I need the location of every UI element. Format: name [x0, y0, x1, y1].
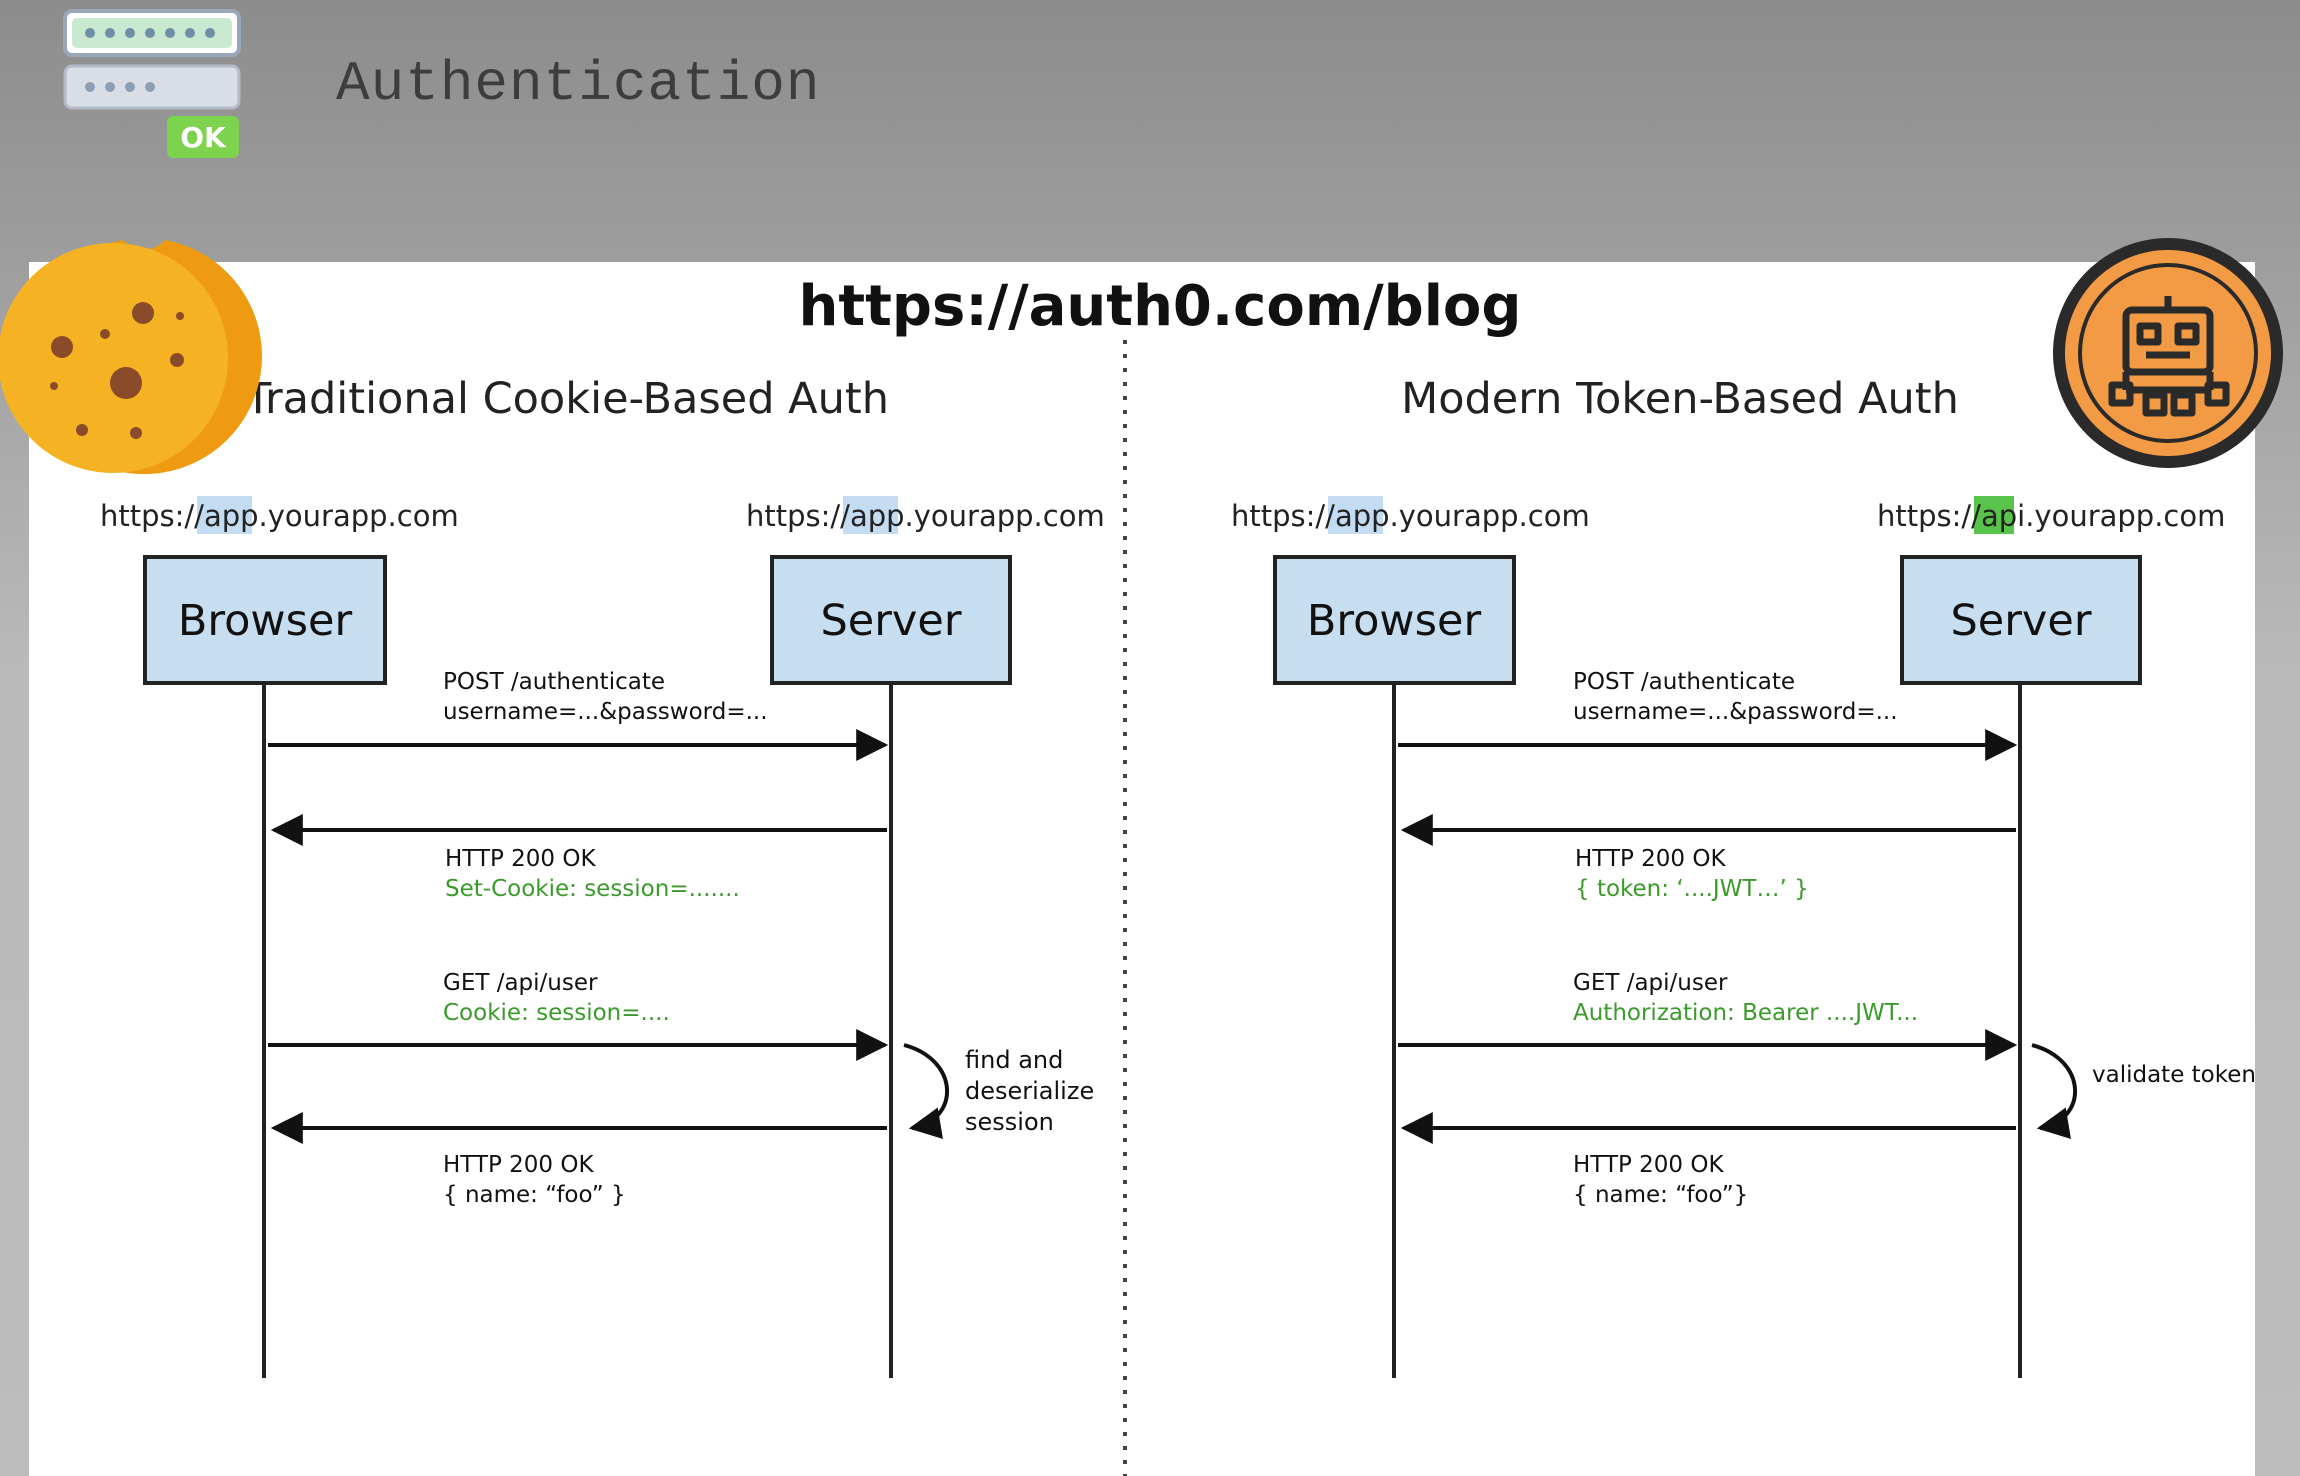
url-highlight — [1328, 496, 1383, 534]
left-server-url: https://app.yourapp.com — [746, 499, 1105, 533]
url-highlight — [1974, 496, 2014, 534]
left-msg4-line1: HTTP 200 OK — [443, 1152, 594, 1178]
left-title: Traditional Cookie-Based Auth — [244, 374, 889, 424]
left-note-line3: session — [965, 1108, 1054, 1136]
left-msg2-line1: HTTP 200 OK — [445, 846, 596, 872]
right-note-line1: validate token — [2092, 1062, 2256, 1088]
right-self-loop — [2031, 1043, 2077, 1140]
login-form-icon: OK — [63, 9, 241, 158]
right-msg2-line2: { token: ‘....JWT…’ } — [1575, 876, 1809, 902]
right-msg3-line1: GET /api/user — [1573, 970, 1728, 996]
left-msg1-line1: POST /authenticate — [443, 669, 665, 695]
left-server-box — [770, 555, 1012, 685]
ok-badge-text: OK — [180, 121, 227, 154]
page-title: Authentication — [336, 52, 821, 116]
url-highlight — [197, 496, 252, 534]
right-msg1-line1: POST /authenticate — [1573, 669, 1795, 695]
left-note-line1: find and — [965, 1046, 1063, 1074]
left-msg1-line2: username=...&password=... — [443, 699, 768, 725]
left-browser-url: https://app.yourapp.com — [100, 499, 459, 533]
left-msg4-line2: { name: “foo” } — [443, 1182, 626, 1208]
token-robot-icon — [2053, 238, 2283, 468]
right-msg3-line2: Authorization: Bearer ....JWT... — [1573, 1000, 1918, 1026]
right-server-label: Server — [1950, 596, 2091, 646]
right-msg2-line1: HTTP 200 OK — [1575, 846, 1726, 872]
right-browser-box — [1273, 555, 1516, 685]
right-title: Modern Token-Based Auth — [1401, 374, 1959, 424]
right-server-url: https://api.yourapp.com — [1877, 499, 2225, 533]
right-server-box — [1900, 555, 2142, 685]
left-note-line2: deserialize — [965, 1077, 1094, 1105]
cookie-icon — [0, 240, 262, 475]
right-browser-url: https://app.yourapp.com — [1231, 499, 1590, 533]
right-msg4-line2: { name: “foo”} — [1573, 1182, 1748, 1208]
source-url: https://auth0.com/blog — [799, 274, 1522, 339]
diagram-panel — [29, 262, 2255, 1476]
right-msg4-line1: HTTP 200 OK — [1573, 1152, 1724, 1178]
right-browser-label: Browser — [1307, 596, 1482, 646]
url-highlight — [843, 496, 898, 534]
left-server-label: Server — [820, 596, 961, 646]
left-browser-label: Browser — [178, 596, 353, 646]
left-msg3-line1: GET /api/user — [443, 970, 598, 996]
left-msg2-line2: Set-Cookie: session=....... — [445, 876, 740, 902]
left-self-loop — [903, 1043, 949, 1140]
left-msg3-line2: Cookie: session=.... — [443, 1000, 670, 1026]
right-msg1-line2: username=...&password=... — [1573, 699, 1898, 725]
